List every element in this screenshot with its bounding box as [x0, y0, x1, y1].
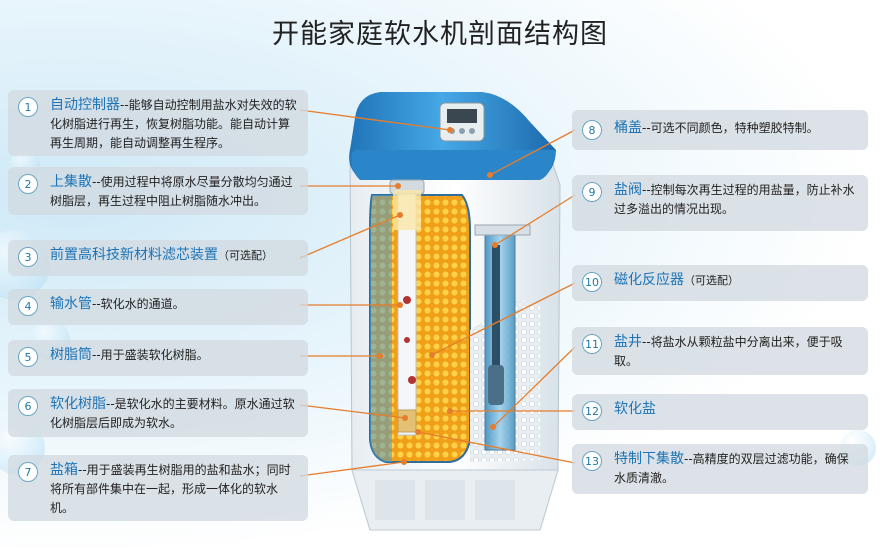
callout-number: 11 [582, 334, 602, 354]
callout-softening-resin: 6 软化树脂--是软化水的主要材料。原水通过软化树脂层后即成为软水。 [8, 389, 308, 437]
callout-number: 5 [18, 347, 38, 367]
callout-heading: 软化盐 [614, 401, 656, 417]
callout-number: 8 [582, 120, 602, 140]
callout-tank-lid: 8 桶盖--可选不同颜色，特种塑胶特制。 [572, 110, 868, 150]
callout-upper-distributor: 2 上集散--使用过程中将原水尽量分散均匀通过树脂层，再生过程中阻止树脂随水冲出… [8, 167, 308, 215]
callout-heading: 特制下集散 [614, 451, 684, 467]
callout-lower-distributor: 13 特制下集散--高精度的双层过滤功能，确保水质清澈。 [572, 444, 868, 494]
callout-heading: 磁化反应器 [614, 272, 684, 288]
callout-prefilter: 3 前置高科技新材料滤芯装置（可选配） [8, 240, 308, 276]
callout-description: --使用过程中将原水尽量分散均匀通过树脂层，再生过程中阻止树脂随水冲出。 [50, 175, 293, 208]
callout-description: --软化水的通道。 [92, 297, 185, 311]
callout-water-pipe: 4 输水管--软化水的通道。 [8, 289, 308, 325]
callout-note: （可选配） [218, 249, 273, 262]
callout-description: --控制每次再生过程的用盐量，防止补水过多溢出的情况出现。 [614, 183, 855, 216]
callout-description: --将盐水从颗粒盐中分离出来，便于吸取。 [614, 335, 843, 368]
callout-salt-valve: 9 盐阀--控制每次再生过程的用盐量，防止补水过多溢出的情况出现。 [572, 175, 868, 231]
callout-description: --可选不同颜色，特种塑胶特制。 [642, 121, 819, 135]
callout-heading: 树脂筒 [50, 347, 92, 363]
callout-heading: 自动控制器 [50, 97, 120, 113]
callout-description: --能够自动控制用盐水对失效的软化树脂进行再生，恢复树脂功能。能自动计算再生周期… [50, 98, 297, 150]
callout-number: 13 [582, 451, 602, 471]
callout-note: （可选配） [684, 274, 739, 287]
callout-description: --是软化水的主要材料。原水通过软化树脂层后即成为软水。 [50, 397, 295, 430]
callout-number: 9 [582, 182, 602, 202]
callout-number: 4 [18, 296, 38, 316]
callout-heading: 盐井 [614, 334, 642, 350]
callout-heading: 前置高科技新材料滤芯装置 [50, 247, 218, 263]
callout-magnetic-reactor: 10 磁化反应器（可选配） [572, 265, 868, 301]
callout-number: 1 [18, 97, 38, 117]
callout-softening-salt: 12 软化盐 [572, 394, 868, 430]
callout-heading: 软化树脂 [50, 396, 106, 412]
callout-salt-tank: 7 盐箱--用于盛装再生树脂用的盐和盐水；同时将所有部件集中在一起，形成一体化的… [8, 455, 308, 521]
callout-description: --用于盛装软化树脂。 [92, 348, 209, 362]
callout-number: 10 [582, 272, 602, 292]
callout-heading: 盐箱 [50, 462, 78, 478]
callout-brine-well: 11 盐井--将盐水从颗粒盐中分离出来，便于吸取。 [572, 327, 868, 375]
resin-tank [369, 194, 471, 463]
callout-description: --用于盛装再生树脂用的盐和盐水；同时将所有部件集中在一起，形成一体化的软水机。 [50, 463, 291, 515]
callout-description: --高精度的双层过滤功能，确保水质清澈。 [614, 452, 849, 485]
callout-auto-controller: 1 自动控制器--能够自动控制用盐水对失效的软化树脂进行再生，恢复树脂功能。能自… [8, 90, 308, 156]
callout-heading: 上集散 [50, 174, 92, 190]
callout-number: 2 [18, 174, 38, 194]
callout-resin-tank: 5 树脂筒--用于盛装软化树脂。 [8, 340, 308, 376]
callout-heading: 输水管 [50, 296, 92, 312]
callout-number: 7 [18, 462, 38, 482]
callout-number: 6 [18, 396, 38, 416]
callout-heading: 桶盖 [614, 120, 642, 136]
callout-number: 3 [18, 247, 38, 267]
callout-heading: 盐阀 [614, 182, 642, 198]
callout-number: 12 [582, 401, 602, 421]
page-title: 开能家庭软水机剖面结构图 [272, 19, 608, 50]
